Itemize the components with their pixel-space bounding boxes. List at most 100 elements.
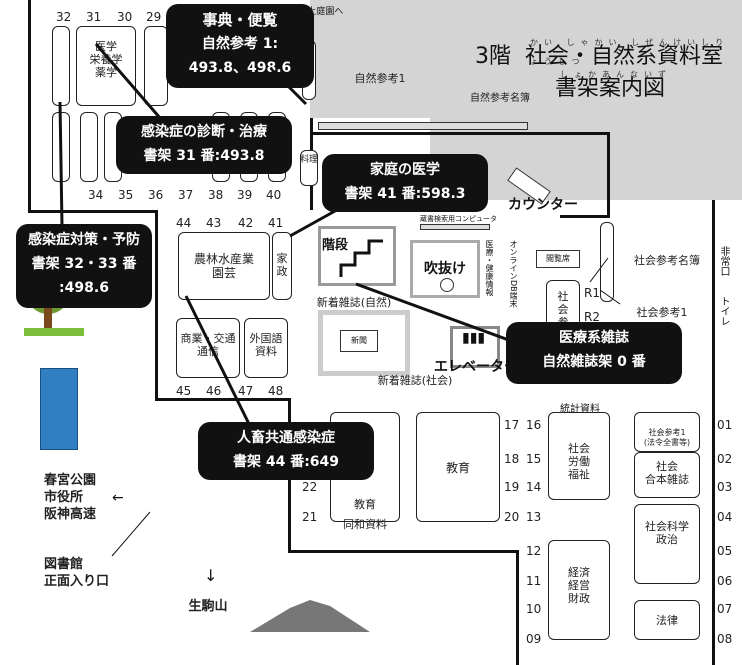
shelf-number-40: 40 [266,188,282,202]
label-new-mag-social: 新着雑誌(社会) [377,374,453,387]
shelf-number-17: 17 [504,418,520,432]
building-icon [40,368,78,450]
callout-dictionary-line1: 自然参考 1: [201,36,279,52]
shelf-number-06: 06 [717,574,733,588]
wall-counter-bottom [560,215,610,218]
label-counter: カウンター [508,197,578,213]
newspaper-box: 新聞 [340,330,378,352]
callout-dictionary: 事典・便覧 自然参考 1: 493.8、498.6 [166,4,314,88]
callout-medical-magazine-line1: 自然雑誌架 0 番 [542,354,646,370]
wall-counter-right [607,132,610,217]
shelf-number-08: 08 [717,632,733,646]
label-exit: 非常口 [718,246,729,276]
callout-medical-magazine: 医療系雑誌 自然雑誌架 0 番 [506,322,682,384]
shelf-law [634,600,700,640]
atrium-circle-icon [440,278,454,292]
shelf-number-37: 37 [178,188,194,202]
shelf-number-39: 39 [237,188,253,202]
label-nature-ref-list: 自然参考名簿 [470,93,530,104]
callout-infection-prevent-line1: 書架 32・33 番 [31,256,137,272]
room-name: 社会・自然系資料室 [525,44,724,69]
shelf-number-07: 07 [717,602,733,616]
shelf-number-22: 22 [302,480,318,494]
shelf-label-social-labor: 社会 労働 福祉 [568,442,590,481]
reading-seats: 閲覧席 [536,250,580,268]
shelf-32 [52,26,70,106]
shelf-number-48: 48 [268,384,284,398]
callout-zoonosis: 人畜共通感染症 書架 44 番:649 [198,422,374,480]
label-stat: 統計資料 [560,404,600,415]
page-subtitle: 書架案内図 [555,76,666,101]
shelf-number-47: 47 [238,384,254,398]
shelf-label-education: 教育 [445,461,470,475]
shelf-number-29: 29 [146,10,162,24]
shelf-education [416,412,500,522]
shelf-label-education2: 教育 [354,498,376,511]
label-nature-ref1: 自然参考1 [354,72,406,85]
shelf-number-42: 42 [238,216,254,230]
shelf-number-43: 43 [206,216,222,230]
shelf-social-labor [548,412,610,500]
side-note-cook: 料理 [300,155,319,165]
shelf-number-20: 20 [504,510,520,524]
wall-bottom [288,550,518,553]
label-outside-mountain: 生駒山 [188,599,228,614]
pc-desk [420,224,490,230]
shelf-number-05: 05 [717,544,733,558]
shelf-row-mid-a [52,112,70,182]
shelf-economy [548,540,610,640]
callout-zoonosis-line1: 書架 44 番:649 [232,454,340,470]
r2: R2 [584,310,600,324]
shelf-label-social-ref1-law: 社会参考1 (法令全書等) [643,428,691,447]
callout-family-medicine-line1: 書架 41 番:598.3 [344,186,466,202]
label-outside-park: 春宮公園 市役所 阪神高速 [44,473,97,522]
stairs-icon [339,239,383,277]
callout-infection-prevent-title: 感染症対策・予防 [28,232,140,248]
callout-infection-prevent: 感染症対策・予防 書架 32・33 番 :498.6 [16,224,152,308]
wall-inner-top-h [310,132,610,135]
callout-infection-diag-line1: 書架 31 番:493.8 [143,148,265,164]
wall-bottom-right-v [516,550,519,665]
shelf-social-sci [634,504,700,584]
shelf-social-mag [634,452,700,498]
callout-infection-diag-title: 感染症の診断・治療 [141,124,267,140]
label-outside-library: 図書館 正面入り口 [44,557,110,589]
tree-trunk-icon [44,300,52,330]
label-atrium: 吹抜け [424,261,466,277]
callout-family-medicine: 家庭の医学 書架 41 番:598.3 [322,154,488,212]
label-toilet: トイレ [718,296,729,326]
shelf-number-03: 03 [717,480,733,494]
shelf-number-21: 21 [302,510,318,524]
shelf-29 [144,26,168,106]
callout-infection-prevent-line2: :498.6 [59,280,109,296]
label-social-ref1: 社会参考1 [636,306,688,319]
arrow-left-icon: ← [112,490,124,506]
shelf-label-doujin: 同和資料 [343,518,387,531]
shelf-number-31: 31 [86,10,102,24]
shelf-label-social-mag: 社会 合本雑誌 [645,460,689,486]
shelf-label-law: 法律 [656,614,678,627]
shelf-home [272,232,292,300]
label-new-mag-nature: 新着雑誌(自然) [316,296,392,309]
shelf-number-15: 15 [526,452,542,466]
label-elevator: エレベーター [434,359,518,375]
callout-dictionary-title: 事典・便覧 [202,11,278,29]
wall-top-step [28,210,158,213]
label-social-ref-list: 社会参考名簿 [634,254,700,267]
subtitle-ruby: しょかあんないず [560,70,672,79]
shelf-number-02: 02 [717,452,733,466]
shelf-number-10: 10 [526,602,542,616]
roof-garden-note: → 屋上庭園へ [288,7,344,17]
shelf-number-45: 45 [176,384,192,398]
r1: R1 [584,286,600,300]
callout-dictionary-line2: 493.8、498.6 [188,60,292,76]
shelf-number-18: 18 [504,452,520,466]
label-medical-info: 医療・健康情報 [485,240,494,296]
shelf-number-34: 34 [88,188,104,202]
shelf-label-home: 家 政 [276,252,288,278]
shelf-number-04: 04 [717,510,733,524]
shelf-row-mid-b [80,112,98,182]
shelf-number-46: 46 [206,384,222,398]
shelf-social-ref1-law [634,412,700,452]
shelf-number-13: 13 [526,510,542,524]
